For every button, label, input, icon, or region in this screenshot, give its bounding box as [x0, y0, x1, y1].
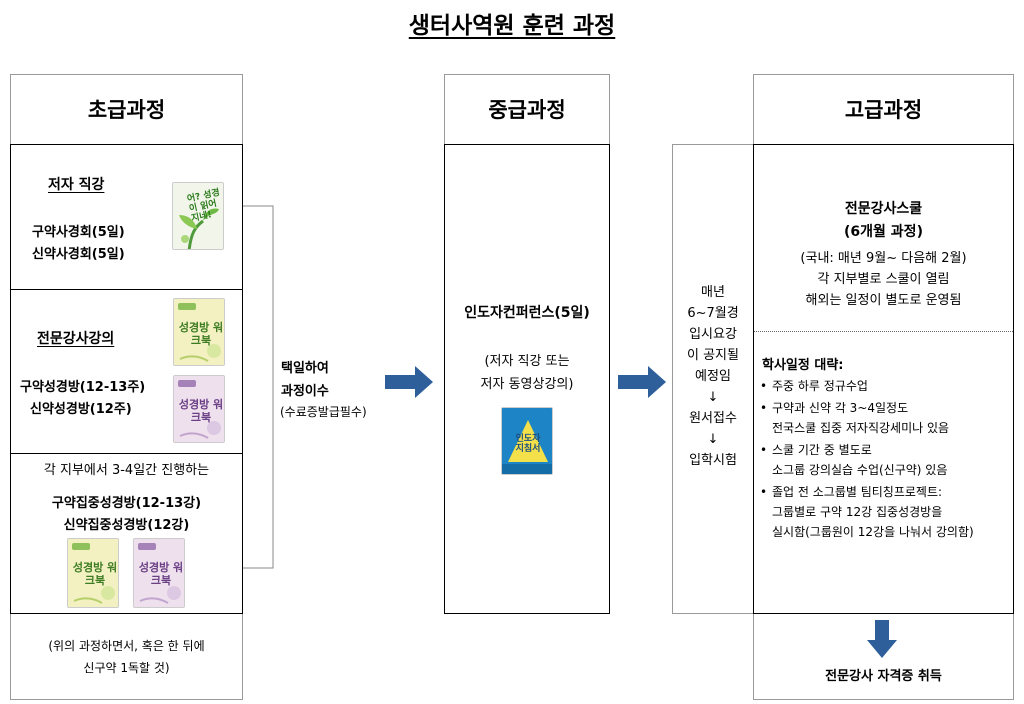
admission-line: 원서접수	[689, 411, 737, 426]
book-cover-illustration	[173, 183, 223, 249]
workbook-cover-text: 성경방 워크북	[138, 561, 184, 587]
school-info-line: 해외는 일정이 별도로 운영됨	[805, 293, 962, 308]
leader-conference-sub: (저자 직강 또는	[484, 354, 570, 369]
school-info-line: (국내: 매년 9월~ 다음해 2월)	[800, 251, 967, 266]
leader-guide-cover: 인도자 지침서	[501, 407, 553, 475]
leader-conference-sub: 저자 동영상강의)	[480, 377, 574, 392]
author-lecture-item: 신약사경회(5일)	[32, 247, 125, 262]
right-arrow-icon	[618, 366, 666, 398]
schedule-item: 주중 하루 정규수업	[758, 376, 1010, 396]
schedule-title: 학사일정 대략:	[762, 358, 844, 373]
workbook-illustration	[174, 376, 224, 442]
branch-intro: 각 지부에서 3-4일간 진행하는	[43, 463, 210, 478]
leader-guide-text: 인도자 지침서	[515, 434, 541, 454]
book-cover-read-bible: 어? 성경이 읽어지네!	[172, 182, 224, 250]
admission-line: 입시요강	[689, 327, 737, 342]
pro-lecture-item: 구약성경방(12-13주)	[20, 380, 146, 395]
admission-line: 6~7월경	[687, 306, 739, 321]
beginner-header: 초급과정	[87, 98, 166, 122]
workbook-illustration	[134, 539, 184, 607]
pro-lecture-item: 신약성경방(12주)	[30, 402, 132, 417]
down-arrow-icon: ↓	[707, 432, 719, 447]
advanced-course-box	[753, 144, 1014, 614]
connector-line: 과정이수	[281, 384, 329, 399]
workbook-cover-text: 성경방 워크북	[178, 398, 224, 424]
workbook-cover-green: 성경방 워크북	[173, 298, 225, 366]
branch-item: 신약집중성경방(12강)	[63, 518, 190, 533]
beginner-course-box	[10, 144, 243, 614]
admission-line: 매년	[701, 285, 725, 300]
pro-lecture-title: 전문강사강의	[37, 331, 115, 347]
certificate-result: 전문강사 자격증 취득	[825, 669, 942, 684]
schedule-item: 졸업 전 소그룹별 팀티칭프로젝트:그룹별로 구약 12강 집중성경방을실시함(…	[758, 482, 1010, 542]
down-arrow-icon	[867, 620, 897, 658]
connector-line: 택일하여	[281, 361, 329, 376]
school-title: 전문강사스쿨	[844, 201, 923, 217]
divider	[10, 453, 243, 454]
author-lecture-item: 구약사경회(5일)	[32, 225, 125, 240]
school-duration: (6개월 과정)	[844, 224, 923, 240]
bracket-connector	[243, 205, 274, 569]
advanced-header: 고급과정	[844, 98, 923, 122]
intermediate-course-box	[444, 144, 610, 614]
admission-line: 예정임	[695, 369, 731, 384]
workbook-cover-text: 성경방 워크북	[178, 321, 224, 347]
branch-item: 구약집중성경방(12-13강)	[51, 496, 202, 511]
workbook-cover-purple: 성경방 워크북	[173, 375, 225, 443]
workbook-cover-text: 성경방 워크북	[72, 561, 118, 587]
workbook-cover-green: 성경방 워크북	[67, 538, 119, 608]
right-arrow-icon	[385, 366, 433, 398]
workbook-cover-purple: 성경방 워크북	[133, 538, 185, 608]
author-lecture-title: 저자 직강	[48, 177, 105, 193]
leader-conference-title: 인도자컨퍼런스(5일)	[464, 305, 590, 321]
leader-guide-illustration	[502, 408, 552, 474]
intermediate-header: 중급과정	[488, 98, 566, 122]
down-arrow-icon: ↓	[707, 390, 719, 405]
admission-line: 이 공지될	[687, 348, 739, 363]
admission-box	[672, 144, 754, 614]
beginner-note-line: (위의 과정하면서, 혹은 한 뒤에	[48, 639, 205, 653]
school-info-line: 각 지부별로 스쿨이 열림	[817, 272, 950, 287]
dotted-divider	[754, 331, 1013, 332]
admission-steps: 매년 6~7월경 입시요강 이 공지될 예정임 ↓ 원서접수 ↓ 입학시험	[672, 282, 754, 471]
workbook-illustration	[174, 299, 224, 365]
admission-line: 입학시험	[689, 453, 737, 468]
beginner-note-line: 신구약 1독할 것)	[83, 661, 170, 675]
workbook-illustration	[68, 539, 118, 607]
page-title: 생터사역원 훈련 과정	[408, 13, 616, 39]
divider	[10, 289, 243, 290]
connector-note: (수료증발급필수)	[280, 405, 367, 419]
